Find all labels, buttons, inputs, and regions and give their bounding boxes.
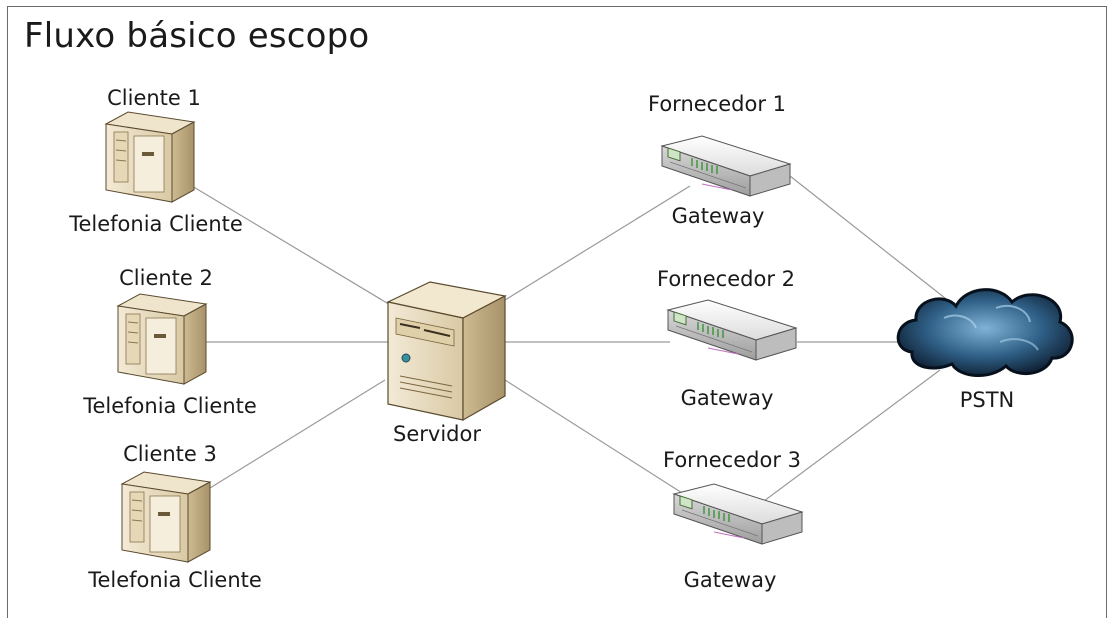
client-2-name: Cliente 2: [119, 266, 213, 290]
link-gw3-pstn: [759, 369, 941, 505]
link-client1-server: [191, 185, 393, 307]
provider-2-name: Fornecedor 2: [657, 267, 795, 291]
gateway-router-icon: [667, 299, 797, 361]
gateway-router-icon: [673, 483, 803, 545]
gateway-2-label: Gateway: [680, 386, 774, 410]
client-1-role: Telefonia Cliente: [69, 212, 243, 236]
client-3-role: Telefonia Cliente: [88, 568, 262, 592]
page-title: Fluxo básico escopo: [24, 16, 370, 56]
gateway-router-icon: [661, 135, 791, 197]
gateway-1-label: Gateway: [671, 204, 765, 228]
gateway-3-label: Gateway: [683, 568, 777, 592]
diagram-frame: [7, 6, 1107, 618]
cloud-icon: [896, 288, 1074, 378]
client-server-tower-icon: [117, 293, 207, 385]
central-server-icon: [386, 281, 507, 422]
link-server-gw1: [504, 185, 691, 301]
provider-1-name: Fornecedor 1: [648, 92, 786, 116]
client-server-tower-icon: [105, 111, 195, 203]
link-gw1-pstn: [789, 175, 951, 303]
provider-3-name: Fornecedor 3: [663, 448, 801, 472]
pstn-label: PSTN: [959, 388, 1015, 412]
connections: [191, 175, 951, 505]
client-1-name: Cliente 1: [107, 86, 201, 110]
client-3-name: Cliente 3: [123, 442, 217, 466]
link-server-gw3: [504, 379, 691, 499]
server-label: Servidor: [393, 422, 481, 446]
link-client3-server: [209, 379, 386, 489]
client-server-tower-icon: [121, 471, 211, 563]
client-2-role: Telefonia Cliente: [83, 394, 257, 418]
